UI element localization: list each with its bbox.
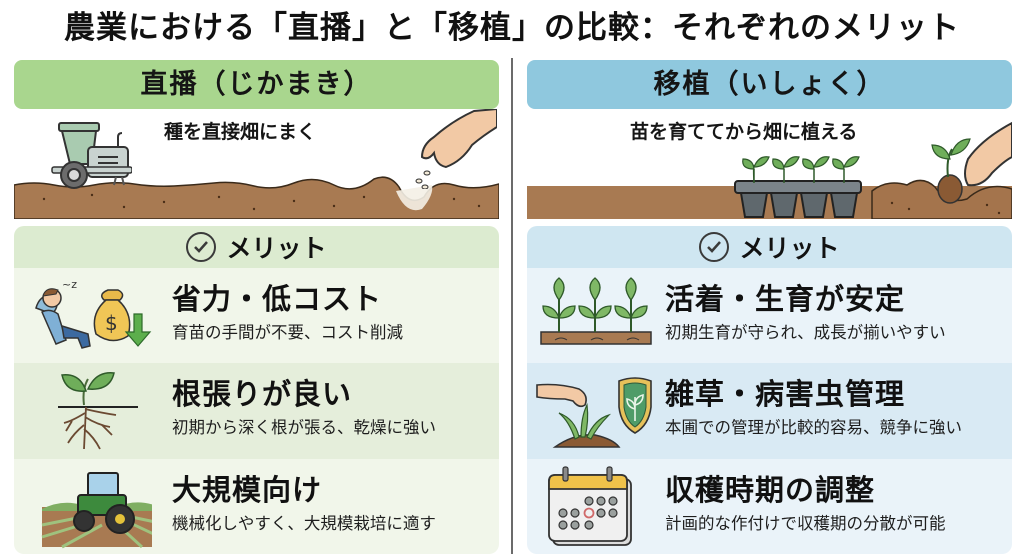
seeder-machine-icon [51, 122, 132, 189]
transplanting-header: 移植（いしょく） [527, 60, 1012, 109]
merit-title: 雑草・病害虫管理 [665, 377, 906, 412]
tractor-field-icon [41, 471, 152, 548]
merit-label: メリット [226, 234, 327, 263]
transplanting-column: 移植（いしょく） [527, 58, 1012, 554]
merit-row: 雑草・病害虫管理 本圃での管理が比較的容易、競争に強い [527, 363, 1012, 459]
direct-seeding-merits: メリット ~z $ 省力・低コスト 育苗の手間が不要、コスト削減 [14, 226, 499, 554]
merit-header: メリット [14, 226, 499, 268]
page-title: 農業における「直播」と「移植」の比較：それぞれのメリット [64, 10, 960, 46]
hand-planting-seedling-icon [931, 121, 1012, 204]
merit-title: 収穫時期の調整 [665, 472, 876, 507]
direct-seeding-scene: 種を直接畑にまく [14, 109, 499, 219]
transplanting-scene: 苗を育ててから畑に植える [527, 109, 1012, 219]
merit-row: 活着・生育が安定 初期生育が守られ、成長が揃いやすい [527, 268, 1012, 364]
merit-description: 初期生育が守られ、成長が揃いやすい [665, 323, 946, 342]
check-circle-icon [186, 232, 217, 262]
transplanting-caption: 苗を育ててから畑に植える [630, 121, 858, 143]
merit-title: 活着・生育が安定 [665, 282, 906, 316]
column-divider [511, 58, 513, 554]
merit-description: 機械化しやすく、大規模栽培に適す [172, 513, 436, 533]
direct-seeding-header: 直播（じかまき） [14, 60, 499, 109]
merit-row: 根張りが良い 初期から深く根が張る、乾燥に強い [14, 363, 499, 459]
merit-row: ~z $ 省力・低コスト 育苗の手間が不要、コスト削減 [14, 268, 499, 364]
check-circle-icon [699, 232, 730, 262]
direct-seeding-column: 直播（じかまき） [14, 58, 499, 554]
calendar-icon [548, 465, 632, 546]
merit-title: 根張りが良い [172, 377, 353, 412]
weeding-shield-icon [536, 377, 652, 449]
merit-row: 収穫時期の調整 計画的な作付けで収穫期の分散が可能 [527, 458, 1012, 554]
svg-text:~z: ~z [62, 278, 77, 291]
merit-description: 計画的な作付けで収穫期の分散が可能 [665, 513, 946, 533]
merit-title: 省力・低コスト [172, 282, 383, 316]
merit-header: メリット [527, 226, 1012, 268]
merit-description: 育苗の手間が不要、コスト削減 [172, 323, 403, 342]
direct-seeding-caption: 種を直接畑にまく [164, 121, 317, 143]
relaxing-person-money-bag-down-icon: ~z $ [35, 278, 152, 349]
seedling-row-icon [540, 277, 652, 345]
soil-icon [14, 176, 499, 219]
svg-text:$: $ [105, 311, 118, 335]
merit-row: 大規模向け 機械化しやすく、大規模栽培に適す [14, 458, 499, 554]
seedling-tray-icon [734, 156, 862, 218]
merit-title: 大規模向け [172, 472, 323, 507]
merit-description: 初期から深く根が張る、乾燥に強い [172, 418, 436, 438]
transplanting-merits: メリット [527, 226, 1012, 554]
sprout-roots-icon [58, 372, 138, 450]
merit-label: メリット [739, 234, 840, 263]
merit-description: 本圃での管理が比較的容易、競争に強い [665, 418, 962, 438]
hand-sowing-seeds-icon [415, 109, 497, 189]
